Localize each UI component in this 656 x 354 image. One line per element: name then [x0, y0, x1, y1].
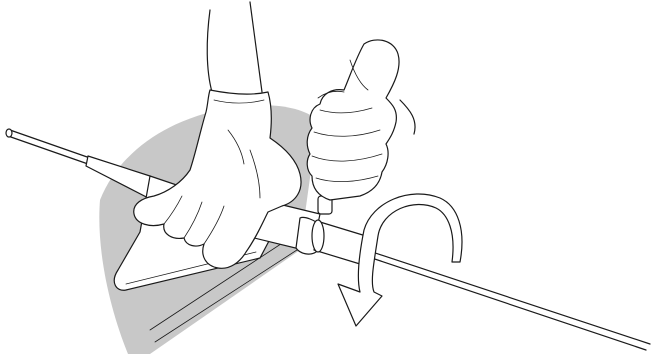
shaft-end-ring	[312, 220, 324, 252]
left-wire	[8, 130, 90, 164]
left-wire-tip	[6, 129, 12, 137]
guide-rod	[330, 238, 650, 344]
right-hand-icon	[307, 40, 415, 200]
